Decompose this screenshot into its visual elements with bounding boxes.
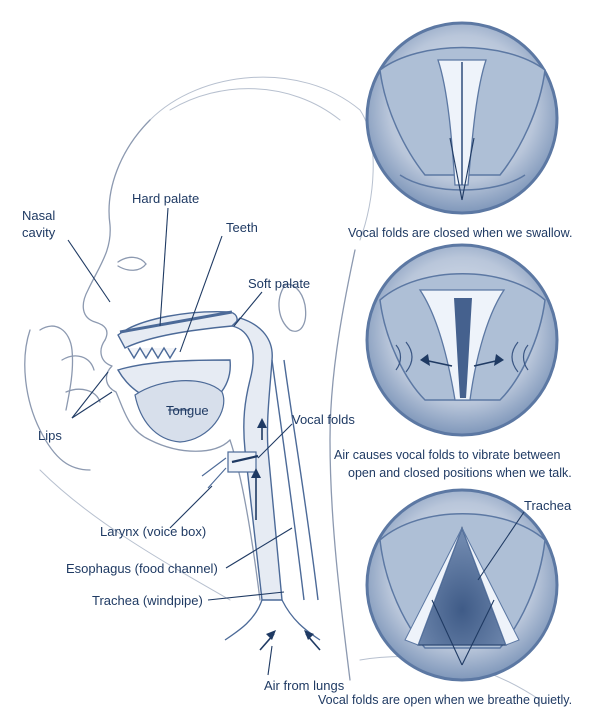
caption-vibrate-2: open and closed positions when we talk.: [348, 466, 572, 480]
label-air-from-lungs: Air from lungs: [264, 678, 345, 693]
label-esophagus: Esophagus (food channel): [66, 561, 218, 576]
label-trachea-windpipe: Trachea (windpipe): [92, 593, 203, 608]
leader-lines: [67, 207, 293, 676]
label-soft-palate: Soft palate: [248, 276, 310, 291]
label-teeth: Teeth: [226, 220, 258, 235]
head-illustration: [24, 76, 541, 701]
label-vocal-folds: Vocal folds: [292, 412, 355, 427]
vocal-folds-closed-view: Vocal folds are closed when we swallow.: [348, 21, 572, 240]
vocal-folds-open-view: Trachea Vocal folds are open when we bre…: [318, 488, 572, 707]
label-trachea: Trachea: [524, 498, 572, 513]
label-larynx: Larynx (voice box): [100, 524, 206, 539]
label-nasal-cavity-1: Nasal: [22, 208, 55, 223]
label-lips: Lips: [38, 428, 62, 443]
internal-anatomy: [116, 310, 321, 651]
label-tongue: Tongue: [166, 403, 209, 418]
anatomy-labels: Nasal cavity Hard palate Teeth Soft pala…: [22, 191, 355, 693]
label-hard-palate: Hard palate: [132, 191, 199, 206]
label-nasal-cavity-2: cavity: [22, 225, 56, 240]
caption-vibrate-1: Air causes vocal folds to vibrate betwee…: [334, 448, 561, 462]
caption-open: Vocal folds are open when we breathe qui…: [318, 693, 572, 707]
caption-closed: Vocal folds are closed when we swallow.: [348, 226, 572, 240]
vocal-folds-vibrating-view: Air causes vocal folds to vibrate betwee…: [334, 243, 572, 480]
